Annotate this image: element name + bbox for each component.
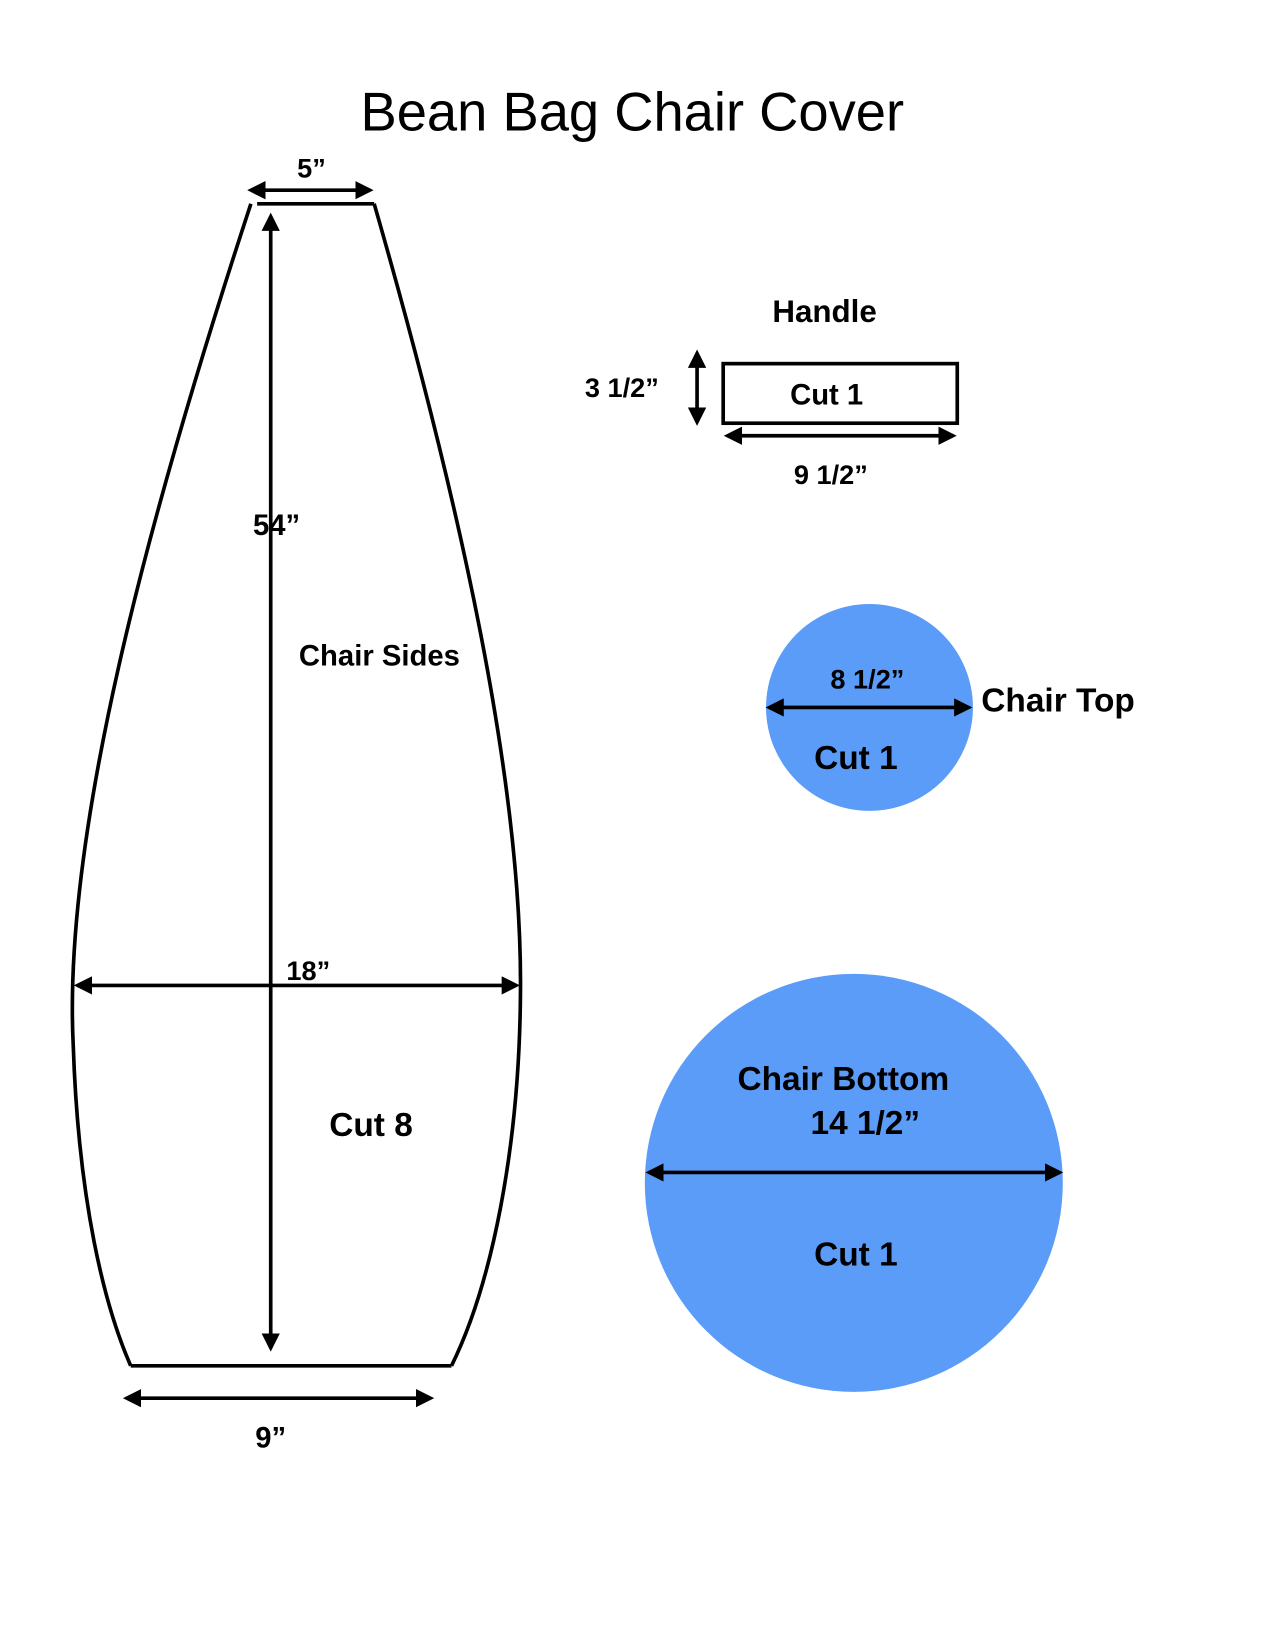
length-label: 54” <box>253 510 300 542</box>
top-width-label: 5” <box>297 153 326 184</box>
handle-rect <box>721 361 960 426</box>
handle-label: Handle <box>772 294 876 329</box>
handle-width-label: 9 1/2” <box>794 459 868 490</box>
panel-left-edge <box>70 203 253 1367</box>
handle-cut: Cut 1 <box>790 379 863 411</box>
chair-bottom-diameter: 14 1/2” <box>810 1105 920 1142</box>
chair-bottom-piece: Chair Bottom 14 1/2” Cut 1 <box>644 973 1064 1392</box>
handle-piece: Handle Cut 1 3 1/2” 9 1/2” <box>585 294 960 490</box>
chair-sides-label: Chair Sides <box>299 641 460 673</box>
chair-bottom-label: Chair Bottom <box>738 1061 950 1098</box>
chair-top-cut: Cut 1 <box>814 740 898 777</box>
chair-bottom-cut: Cut 1 <box>814 1236 898 1273</box>
panel-right-edge <box>372 203 523 1367</box>
handle-height-label: 3 1/2” <box>585 372 659 403</box>
chair-top-label: Chair Top <box>981 683 1134 720</box>
chair-top-piece: 8 1/2” Cut 1 Chair Top <box>765 603 1135 811</box>
page-title: Bean Bag Chair Cover <box>360 82 904 143</box>
chair-sides-piece: 5” 54” Chair Sides 18” Cut 8 9” <box>70 153 523 1454</box>
bottom-width-label: 9” <box>255 1422 286 1454</box>
chair-bottom-circle <box>644 973 1063 1392</box>
widest-label: 18” <box>286 955 330 986</box>
chair-sides-cut: Cut 8 <box>329 1107 413 1144</box>
chair-top-diameter: 8 1/2” <box>830 664 904 695</box>
